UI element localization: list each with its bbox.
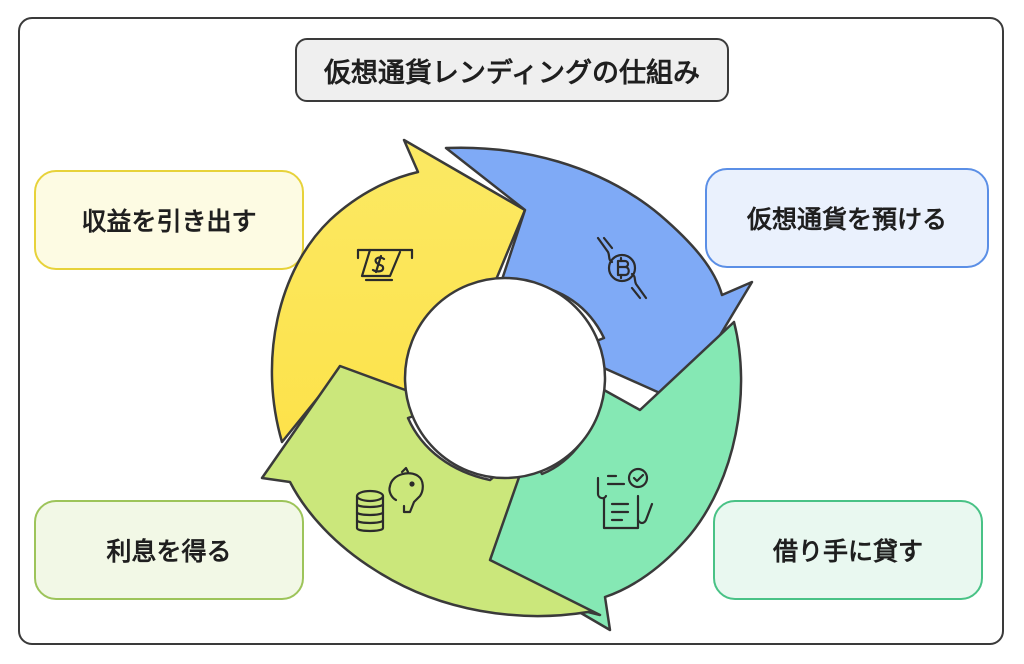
- bitcoin-hands-icon: [596, 236, 648, 300]
- step-label-lend-to-borrower: 借り手に貸す: [713, 500, 983, 600]
- step-label-earn-interest: 利息を得る: [34, 500, 304, 600]
- piggy-bank-coins-icon: [355, 466, 424, 533]
- cycle-center: [403, 276, 607, 480]
- step-label-withdraw-earnings: 収益を引き出す: [34, 170, 304, 270]
- cash-withdraw-icon: [356, 248, 414, 282]
- contract-check-icon: [596, 467, 654, 530]
- diagram-title: 仮想通貨レンディングの仕組み: [295, 38, 729, 102]
- cycle-arrow-earn: [260, 364, 602, 618]
- step-label-deposit-crypto: 仮想通貨を預ける: [705, 168, 989, 268]
- cycle-arrow-deposit: [444, 146, 754, 404]
